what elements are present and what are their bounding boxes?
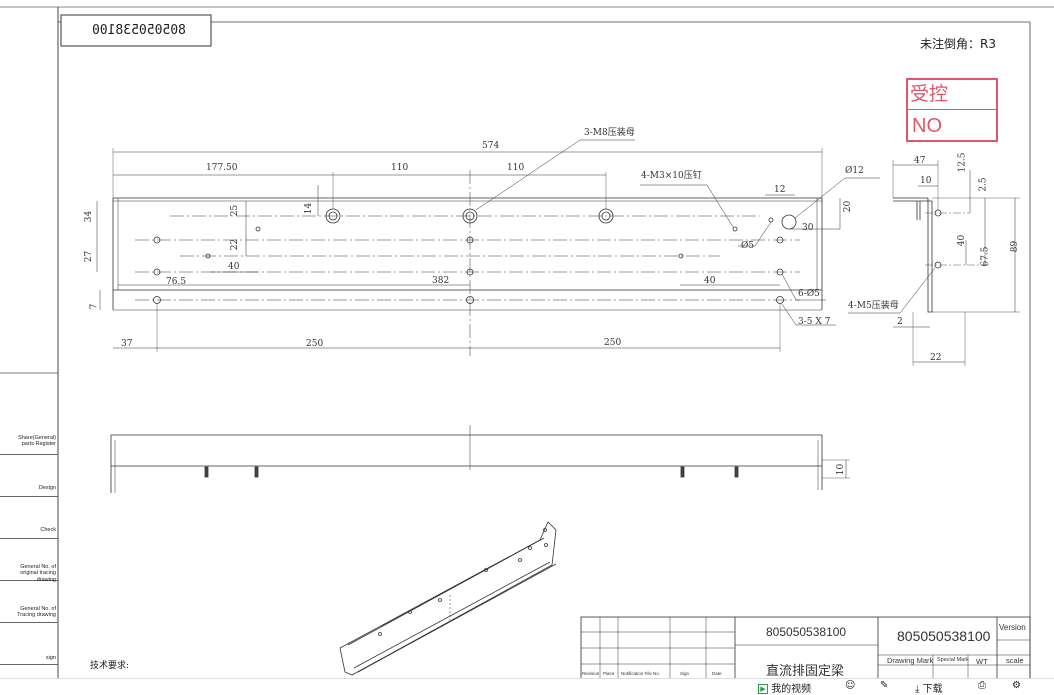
side-dim-10: 10 [920, 176, 932, 186]
callout-m8: 3-M8压装母 [584, 128, 635, 138]
dim-25: 25 [230, 204, 241, 217]
panel-tracing: General No. of Tracing drawing [0, 581, 58, 623]
settings-icon[interactable]: ⚙ [1012, 680, 1021, 691]
download-button[interactable]: ⤓ 下载 [915, 680, 943, 695]
title-wt: WT [976, 657, 988, 666]
tech-requirements-label: 技术要求: [90, 661, 130, 671]
comment-icon[interactable]: ☺ [845, 680, 856, 691]
bottom-dim-10: 10 [836, 463, 847, 476]
dim-110a: 110 [391, 163, 409, 173]
side-dim-2: 2 [897, 317, 903, 327]
drawing-number-box: 805050538100 [92, 23, 186, 38]
callout-6phi5: 6-Ø5 [798, 289, 820, 299]
panel-original-tracing: General No. of original tracing drawing [0, 539, 58, 583]
isometric-view [339, 521, 557, 676]
pen-icon[interactable]: ✎ [880, 680, 889, 691]
rev-header-revision: Revision [582, 671, 600, 676]
print-icon[interactable]: ⎙ [978, 680, 986, 691]
callout-m5: 4-M5压装母 [848, 301, 899, 311]
dim-250a: 250 [306, 339, 324, 349]
dim-76-5: 76.5 [166, 277, 187, 287]
stamp-line2: NO [912, 115, 942, 137]
side-dim-2-5: 2.5 [978, 177, 989, 192]
side-dim-67-5: 67.5 [980, 246, 991, 267]
title-special-mark: Special Mark [937, 657, 969, 663]
side-dim-89: 89 [1010, 240, 1021, 253]
corner-note: 未注倒角：R3 [920, 37, 996, 51]
dim-40a: 40 [228, 262, 240, 272]
panel-check: Check [0, 497, 58, 539]
title-drawing-mark: Drawing Mark [887, 656, 934, 665]
panel-sign: sign [0, 623, 58, 665]
title-scale: scale [1006, 656, 1024, 665]
front-view [96, 139, 880, 356]
rev-header-place: Place [603, 671, 615, 676]
rev-header-sign: Sign [680, 671, 690, 676]
dim-14: 14 [304, 202, 315, 215]
dim-30: 30 [802, 223, 814, 233]
bottom-view [110, 425, 850, 493]
dim-27: 27 [84, 250, 95, 263]
callout-m3: 4-M3×10压钉 [641, 171, 702, 181]
dim-40b: 40 [704, 276, 716, 286]
play-icon: ▶ [758, 684, 768, 694]
dim-phi5: Ø5 [741, 241, 755, 251]
dim-7: 7 [89, 303, 100, 310]
side-dim-12-5: 12.5 [957, 152, 968, 173]
viewer-bottom-toolbar: ▶ 我的视频 ☺ ✎ ⤓ 下载 ⎙ ⚙ [0, 678, 1054, 695]
rev-header-notification: Notification File No. [621, 671, 661, 676]
side-dim-22: 22 [930, 353, 942, 363]
title-drawing-number-small: 805050538100 [766, 625, 847, 639]
dim-34: 34 [84, 210, 95, 223]
callout-3x5: 3-5 X 7 [798, 317, 831, 327]
title-version-label: Version [999, 623, 1026, 632]
panel-design: Design [0, 455, 58, 497]
dim-382: 382 [432, 276, 450, 286]
my-video-button[interactable]: ▶ 我的视频 [758, 680, 811, 695]
dim-177: 177.50 [206, 163, 238, 173]
controlled-stamp: 受控 NO [906, 78, 998, 142]
stamp-line1: 受控 [910, 83, 949, 105]
dim-22: 22 [230, 238, 241, 251]
dim-phi12: Ø12 [845, 166, 864, 176]
dim-37: 37 [121, 339, 133, 349]
side-view [848, 160, 1020, 366]
dim-110b: 110 [507, 163, 525, 173]
dim-overall: 574 [482, 141, 500, 151]
title-drawing-number-large: 805050538100 [897, 628, 991, 644]
title-part-name: 直流排固定梁 [766, 664, 845, 679]
dim-12: 12 [774, 185, 786, 195]
side-dim-40: 40 [957, 234, 968, 247]
side-dim-47: 47 [914, 156, 926, 166]
dim-20: 20 [843, 200, 854, 213]
panel-shared-parts-register: Share(General) parts Register [0, 425, 58, 455]
dim-250b: 250 [604, 338, 622, 348]
rev-header-date: Date [712, 671, 722, 676]
